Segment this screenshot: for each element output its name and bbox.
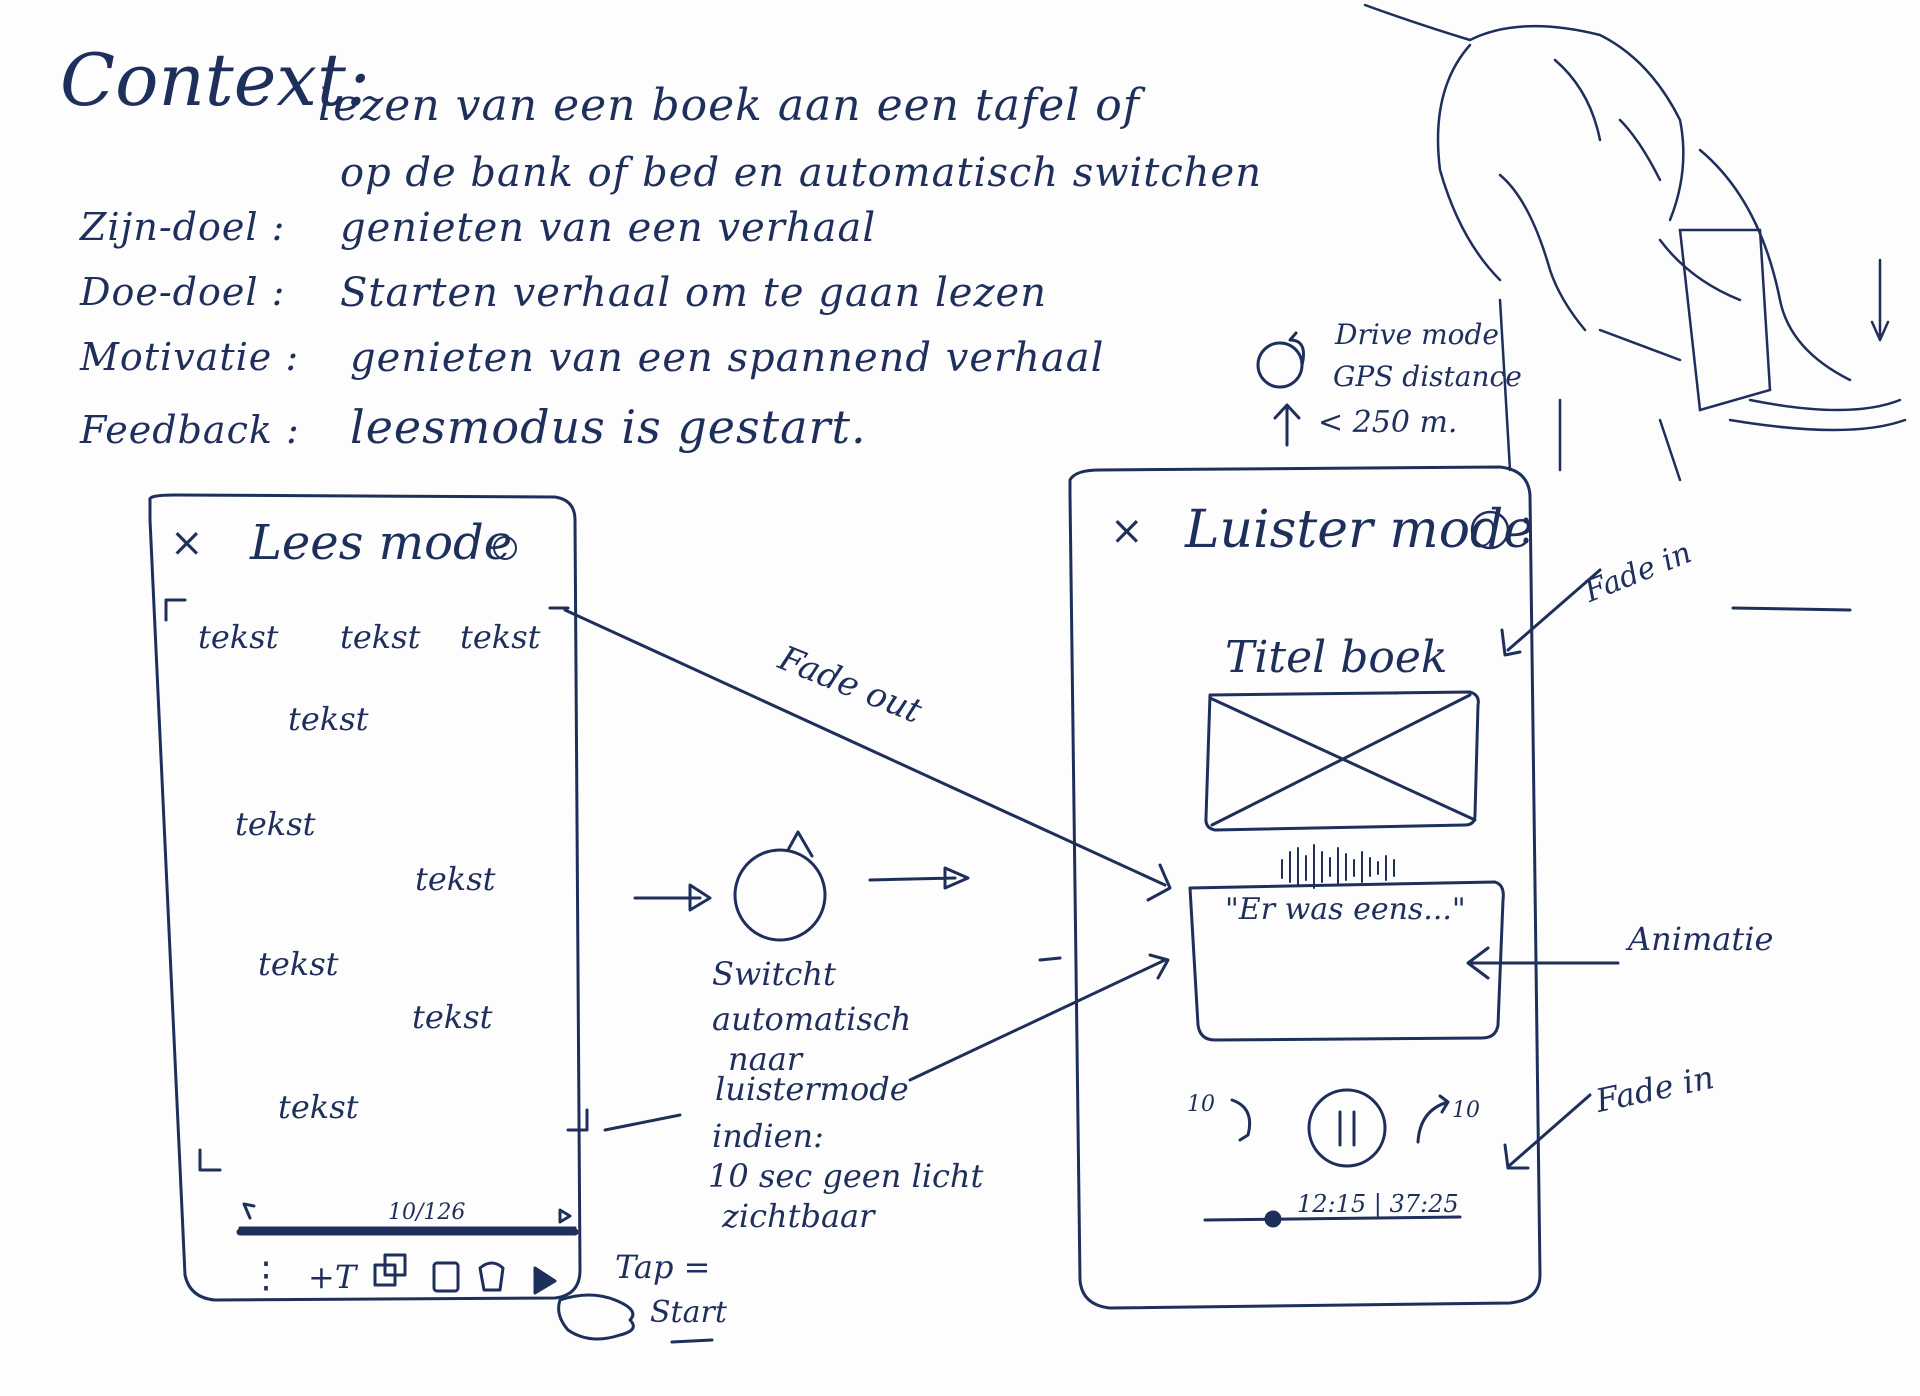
book-title: Titel boek [1225, 632, 1448, 683]
up-arrow-icon [1273, 403, 1301, 447]
next-page-icon [558, 1208, 572, 1224]
doe-doel-value: Starten verhaal om te gaan lezen [340, 270, 1047, 316]
fade-in-bottom-arrow [1503, 1093, 1592, 1170]
lees-mode-title: Lees mode [250, 515, 513, 571]
lees-text-1: tekst [198, 618, 279, 656]
switch-note-3: naar [728, 1040, 803, 1078]
playback-time: 12:15 | 37:25 [1297, 1190, 1459, 1218]
lees-text-3: tekst [460, 618, 541, 656]
prev-page-icon [242, 1202, 256, 1220]
context-line-2: op de bank of bed en automatisch switche… [340, 150, 1262, 196]
luister-close-icon[interactable]: × [1110, 508, 1144, 554]
switch-to-subtitle-arrow [908, 953, 1170, 1082]
feedback-value: leesmodus is gestart. [350, 400, 867, 454]
luister-phone-frame [1068, 465, 1542, 1310]
doe-doel-label: Doe-doel : [80, 270, 286, 314]
lees-text-2: tekst [340, 618, 421, 656]
lees-phone-frame [148, 493, 582, 1302]
rewind-icon [1230, 1098, 1252, 1142]
switch-note-1: Switcht [712, 955, 836, 993]
lees-text-6: tekst [415, 860, 496, 898]
switch-note-5: indien: [712, 1117, 824, 1155]
timeline-scrubber [1264, 1210, 1282, 1228]
context-line-1: lezen van een boek aan een tafel of [318, 80, 1141, 131]
subtitle-box [1188, 880, 1505, 1042]
square-icon [432, 1261, 460, 1293]
drive-mode-line-2: GPS distance [1333, 360, 1522, 393]
lees-close-icon[interactable]: × [170, 520, 204, 566]
start-underline [670, 1338, 714, 1344]
start-label: Start [650, 1295, 727, 1330]
drive-mode-icon [1256, 341, 1304, 389]
stray-line [1731, 606, 1852, 612]
switch-note-2: automatisch [712, 1000, 912, 1038]
corner-mark [164, 598, 187, 622]
animatie-arrow [1466, 946, 1620, 980]
animatie-label: Animatie [1628, 920, 1774, 958]
pause-icon [1338, 1110, 1356, 1147]
book-cover-placeholder [1204, 690, 1480, 832]
drive-mode-line-3: < 250 m. [1318, 405, 1458, 440]
pause-button-circle [1307, 1088, 1387, 1168]
hand-sketch [1363, 3, 1907, 482]
lees-page-counter: 10/126 [388, 1200, 466, 1225]
lees-text-5: tekst [235, 805, 316, 843]
arrow-into-switch [633, 883, 712, 912]
lees-text-4: tekst [288, 700, 369, 738]
font-size-icon[interactable]: +T [308, 1258, 357, 1296]
lees-text-7: tekst [258, 945, 339, 983]
lees-more-icon[interactable]: ⋮ [248, 1255, 284, 1296]
zijn-doel-label: Zijn-doel : [80, 205, 286, 249]
corner-mark [198, 1148, 222, 1172]
switch-refresh-arrow [786, 830, 814, 858]
play-icon [533, 1266, 557, 1295]
feedback-label: Feedback : [80, 408, 300, 452]
fade-in-top-arrow [1500, 568, 1602, 657]
context-label: Context: [60, 38, 371, 122]
lees-text-8: tekst [412, 998, 493, 1036]
lees-text-9: tekst [278, 1088, 359, 1126]
bookmark-icon [478, 1261, 505, 1292]
switch-note-connector [603, 1113, 682, 1132]
switch-note-6: 10 sec geen licht [708, 1157, 984, 1195]
switch-auto-icon [733, 848, 827, 942]
tap-hand-icon [557, 1293, 635, 1341]
drive-mode-refresh [1288, 331, 1305, 367]
forward-icon [1416, 1094, 1450, 1144]
audio-waveform [1281, 844, 1395, 889]
luister-mode-title: Luister mode [1185, 500, 1535, 560]
switch-note-7: zichtbaar [722, 1197, 875, 1235]
drive-mode-line-1: Drive mode [1335, 318, 1499, 351]
arrow-out-switch [868, 866, 970, 890]
auto-badge-icon [1470, 510, 1510, 550]
rewind-seconds: 10 [1187, 1092, 1215, 1117]
tap-label: Tap = [615, 1248, 711, 1286]
forward-seconds: 10 [1452, 1098, 1480, 1123]
pages-icon [373, 1253, 407, 1287]
stray-line [1038, 956, 1062, 962]
motivatie-label: Motivatie : [80, 335, 300, 379]
subtitle-quote: "Er was eens..." [1225, 892, 1466, 927]
auto-badge-icon [493, 536, 517, 560]
switch-note-4: luistermode [715, 1070, 909, 1108]
zijn-doel-value: genieten van een verhaal [340, 205, 877, 251]
motivatie-value: genieten van een spannend verhaal [350, 335, 1105, 381]
corner-mark [566, 1108, 589, 1132]
luister-timeline [1203, 1215, 1462, 1222]
fade-out-arrow [563, 608, 1172, 902]
